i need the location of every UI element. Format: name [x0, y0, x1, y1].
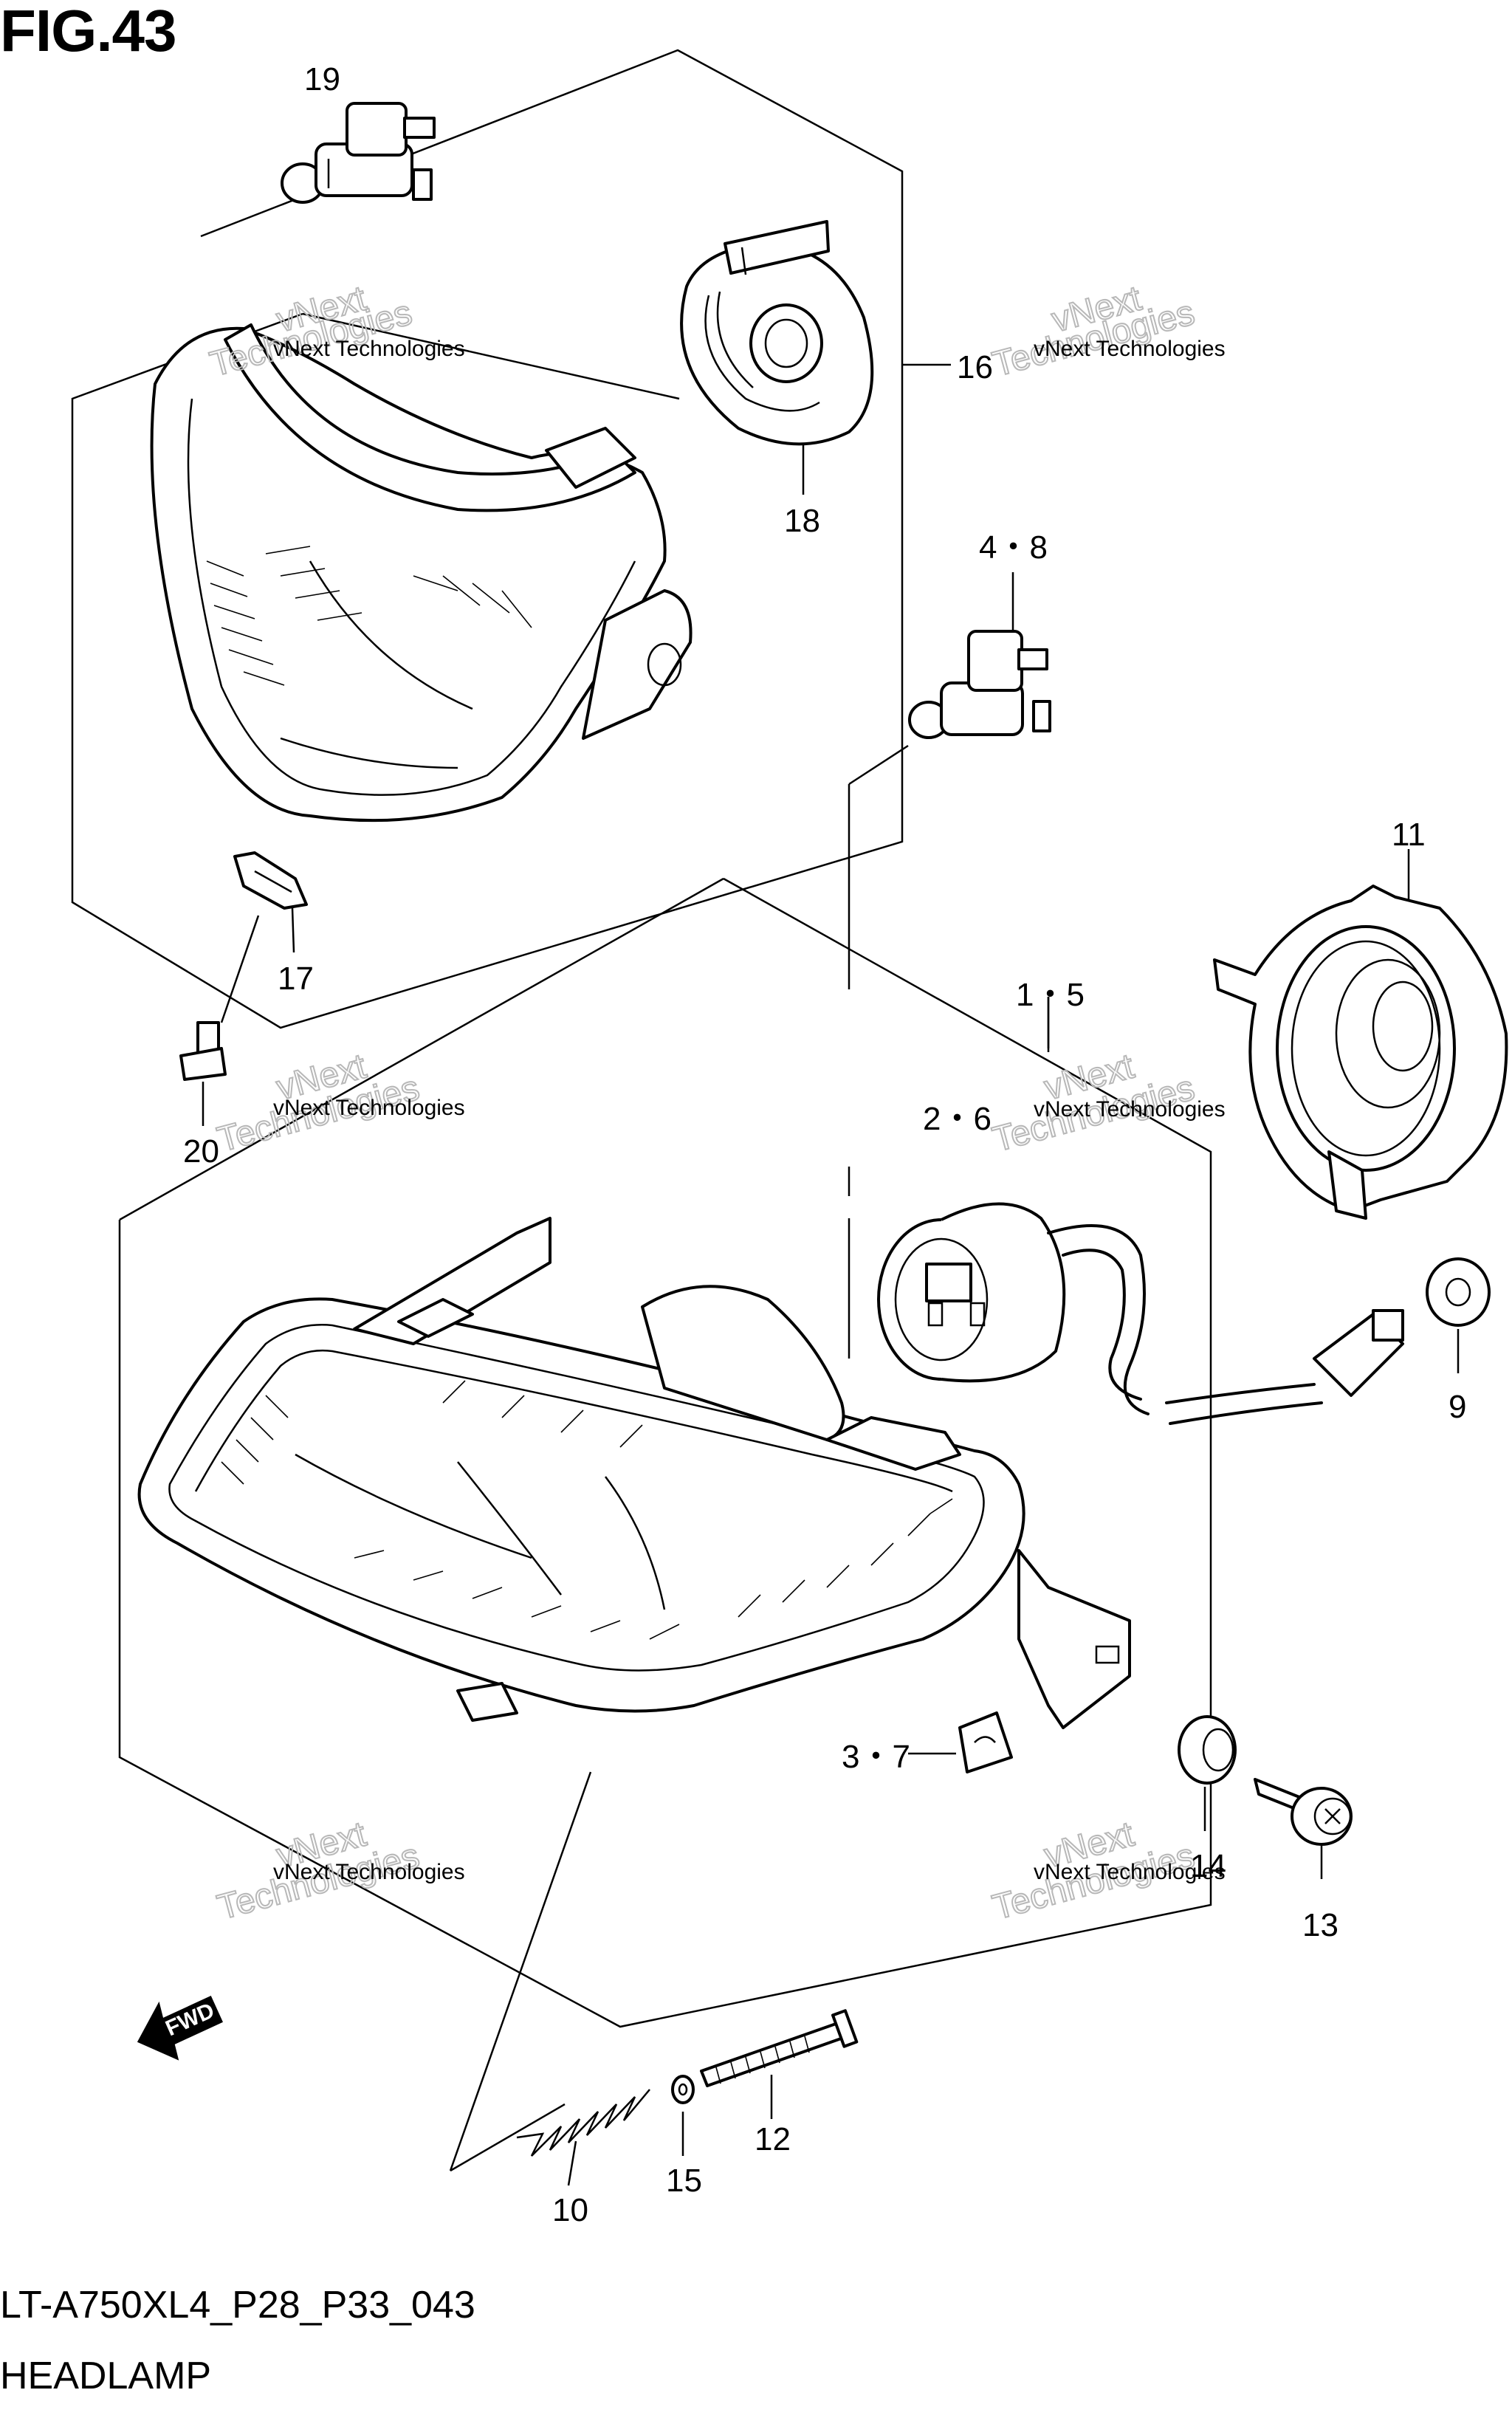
lower-headlamp-unit [137, 1217, 1131, 1773]
svg-text:vNext Technologies: vNext Technologies [1034, 1097, 1226, 1122]
svg-text:vNext Technologies: vNext Technologies [1034, 1860, 1226, 1884]
callout-14: 14 [1190, 1848, 1226, 1884]
callout-labels: 19 16 18 4・8 17 11 1・5 20 2・6 9 3・7 14 1… [183, 61, 1466, 2228]
callout-10: 10 [552, 2192, 588, 2228]
adjust-spring-10 [449, 1771, 650, 2186]
callout-3-7: 3・7 [842, 1739, 910, 1775]
callout-13: 13 [1302, 1907, 1339, 1943]
bulb-19 [281, 102, 436, 204]
callout-11: 11 [1392, 817, 1426, 853]
svg-text:vNext Technologies: vNext Technologies [273, 1096, 465, 1120]
callout-1-5: 1・5 [1016, 977, 1085, 1013]
callout-18: 18 [784, 503, 820, 539]
watermarks: vNext Technologies vNext Technologies vN… [205, 278, 1226, 1929]
bolt-20 [179, 915, 260, 1126]
washer-15 [671, 2075, 695, 2156]
callout-17: 17 [278, 961, 314, 997]
svg-text:vNext Technologies: vNext Technologies [1034, 337, 1226, 361]
figure-title: FIG.43 [0, 0, 177, 63]
grommet-14 [1178, 1715, 1237, 1831]
callout-15: 15 [666, 2163, 702, 2199]
upper-assembly-box [71, 49, 951, 1029]
adjust-screw-12 [700, 2009, 859, 2119]
callout-16: 16 [957, 349, 993, 385]
clip-17 [233, 851, 308, 953]
callout-12: 12 [755, 2121, 791, 2157]
retaining-ring-11 [1213, 849, 1508, 1220]
forward-arrow-icon: FWD [137, 1996, 223, 2061]
callout-4-8: 4・8 [979, 529, 1048, 566]
callout-20: 20 [183, 1133, 219, 1170]
upper-headlamp-housing [150, 323, 693, 823]
headlamp-socket-cover [680, 220, 874, 495]
grommet-9 [1426, 1257, 1491, 1373]
svg-text:vNext Technologies: vNext Technologies [273, 337, 465, 361]
svg-text:vNext Technologies: vNext Technologies [273, 1860, 465, 1884]
diagram-name: HEADLAMP [0, 2355, 212, 2397]
diagram-code: LT-A750XL4_P28_P33_043 [0, 2284, 475, 2326]
socket-2-6-harness [877, 1202, 1404, 1425]
bolt-13 [1254, 1778, 1353, 1879]
callout-19: 19 [304, 61, 340, 97]
callout-9: 9 [1449, 1389, 1466, 1425]
callout-2-6: 2・6 [923, 1101, 992, 1137]
bulb-4-8 [908, 572, 1051, 739]
